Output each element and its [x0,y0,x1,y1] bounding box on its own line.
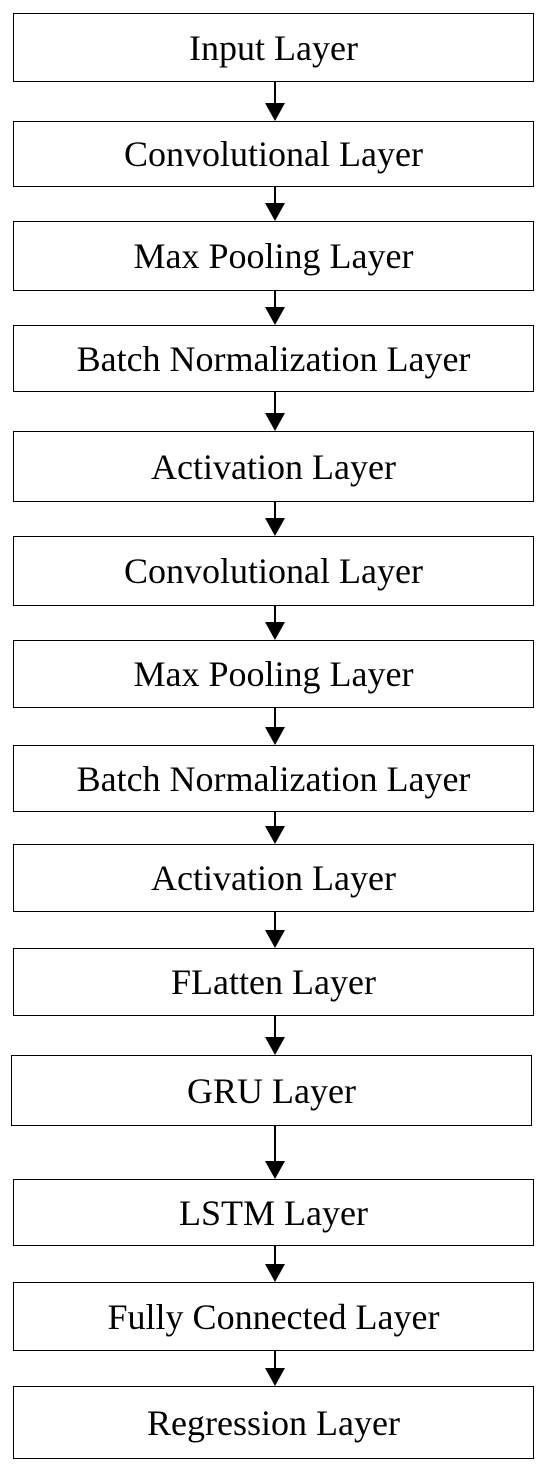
flow-arrow [265,708,285,745]
layer-label: LSTM Layer [179,1192,368,1233]
arrow-head [265,307,285,325]
layer-box-fully-connected: Fully Connected Layer [13,1282,534,1351]
layer-label: FLatten Layer [171,962,376,1002]
layer-label: Regression Layer [147,1402,400,1443]
layer-label: Activation Layer [151,858,396,898]
flow-arrow [265,502,285,536]
layer-box-regression: Regression Layer [13,1386,534,1459]
flow-arrow [265,912,285,948]
layer-box-lstm: LSTM Layer [13,1179,534,1246]
arrow-head [265,930,285,948]
arrow-head [265,518,285,536]
flow-arrow [265,187,285,221]
layer-label: Max Pooling Layer [133,654,414,694]
layer-label: Input Layer [189,27,358,68]
layer-label: Batch Normalization Layer [76,338,471,379]
layer-box-convolutional-2: Convolutional Layer [13,536,534,606]
flow-arrow [265,82,285,121]
arrow-head [265,1161,285,1179]
layer-box-activation-2: Activation Layer [13,844,534,912]
layer-box-input: Input Layer [13,13,534,82]
flow-arrow [265,1246,285,1282]
layer-box-convolutional-1: Convolutional Layer [13,121,534,187]
flow-arrow [265,291,285,325]
flow-arrow [265,1016,285,1055]
layer-box-batch-normalization-2: Batch Normalization Layer [13,745,534,812]
arrow-head [265,1368,285,1386]
layer-box-activation-1: Activation Layer [13,431,534,502]
layer-label: Convolutional Layer [124,551,423,591]
arrow-head [265,103,285,121]
layer-box-max-pooling-1: Max Pooling Layer [13,221,534,291]
arrow-head [265,826,285,844]
arrow-head [265,622,285,640]
layer-label: Fully Connected Layer [107,1296,440,1337]
layer-label: GRU Layer [187,1070,356,1111]
arrow-head [265,203,285,221]
layer-label: Max Pooling Layer [133,236,414,276]
flow-arrow [265,812,285,844]
arrow-head [265,413,285,431]
layer-box-batch-normalization-1: Batch Normalization Layer [13,325,534,392]
flow-arrow [265,392,285,431]
arrow-head [265,727,285,745]
arrow-head [265,1037,285,1055]
layer-box-max-pooling-2: Max Pooling Layer [13,640,534,708]
layer-label: Convolutional Layer [124,134,423,174]
arrow-head [265,1264,285,1282]
flow-arrow [265,1351,285,1386]
flow-arrow [265,606,285,640]
layer-label: Batch Normalization Layer [76,758,471,799]
flow-arrow [265,1126,285,1179]
layer-box-gru: GRU Layer [11,1055,532,1126]
layer-label: Activation Layer [151,446,396,487]
layer-box-flatten: FLatten Layer [13,948,534,1016]
